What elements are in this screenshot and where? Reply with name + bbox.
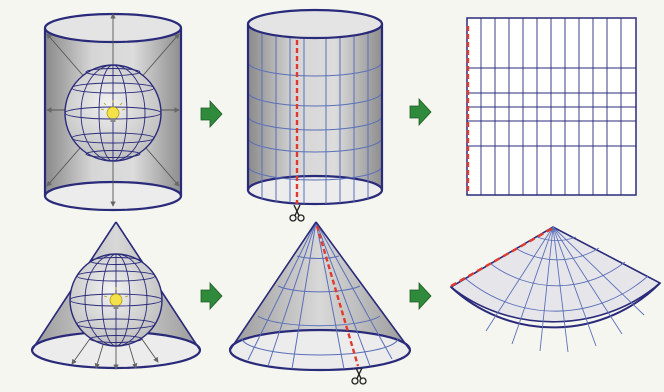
globe-in-cylinder-panel xyxy=(45,14,181,210)
cylinder-graticule-panel xyxy=(248,10,382,221)
green-arrow-icon xyxy=(201,283,222,309)
scissors-icon xyxy=(290,205,304,221)
scissors-icon xyxy=(352,368,366,384)
green-arrow-icon xyxy=(410,99,431,125)
cone-graticule-panel xyxy=(230,222,410,384)
green-arrow-icon xyxy=(201,101,222,127)
globe-in-cone-panel xyxy=(32,222,200,369)
flattened-fan-map-panel xyxy=(451,227,660,352)
flattened-rectangular-map-panel xyxy=(467,18,636,195)
green-arrow-icon xyxy=(410,283,431,309)
